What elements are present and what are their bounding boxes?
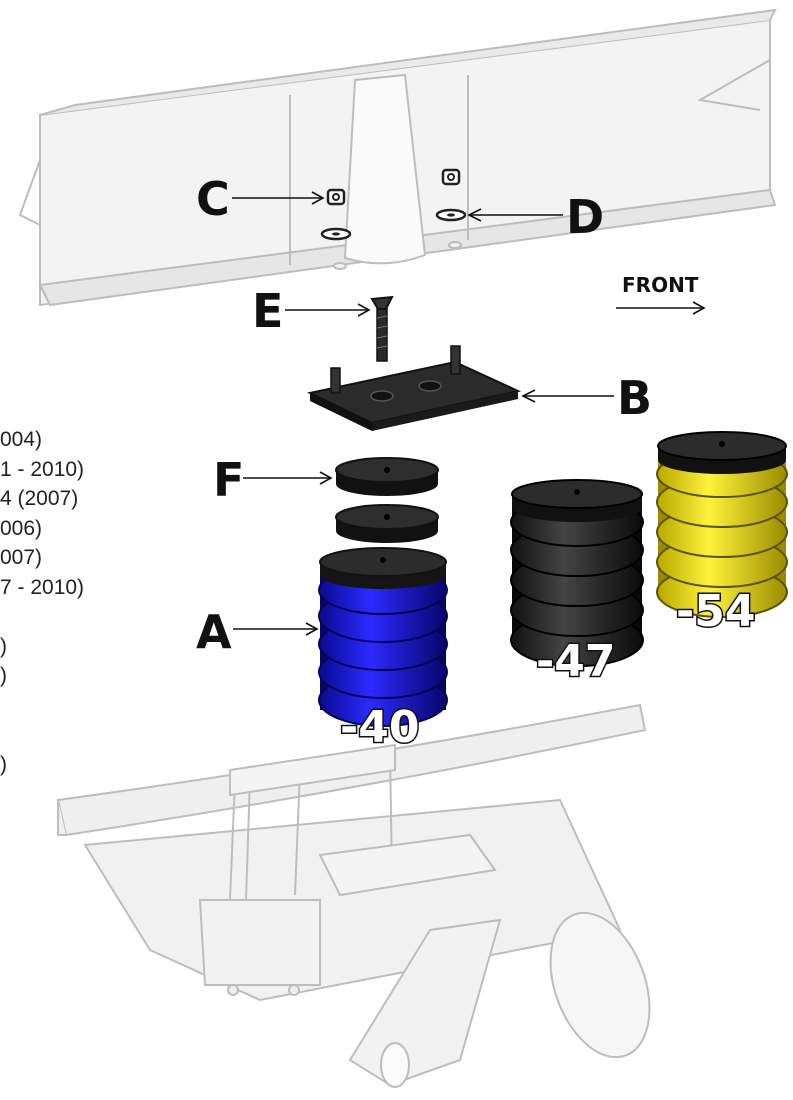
- spacer-f-bottom: [335, 504, 439, 543]
- frame-rail: [18, 8, 777, 307]
- spring-label-54: -54: [676, 586, 756, 637]
- model-line: 4 (2007): [0, 487, 79, 510]
- model-line: ​: [0, 602, 120, 632]
- nut-c: [326, 188, 346, 206]
- callout-arrows: [232, 191, 706, 636]
- nut-d: [441, 168, 461, 186]
- spring-black: [510, 479, 644, 667]
- washer-c: [320, 227, 352, 241]
- model-line: 006): [0, 516, 43, 540]
- model-line: 007): [0, 546, 43, 569]
- callout-e: E: [252, 284, 283, 338]
- callout-c: C: [196, 172, 230, 226]
- mounting-plate-b: [306, 345, 522, 431]
- model-line: 004): [0, 428, 43, 451]
- spacer-f-top: [335, 457, 439, 496]
- axle-assembly: [56, 703, 651, 1088]
- model-line: ​: [0, 720, 120, 750]
- spring-label-47: -47: [536, 636, 616, 687]
- model-line: ): [0, 664, 7, 687]
- model-line: 1 - 2010): [0, 457, 85, 481]
- spring-blue: [318, 547, 448, 727]
- model-line: ): [0, 752, 7, 776]
- spring-label-40: -40: [340, 702, 420, 753]
- model-line: 7 - 2010): [0, 575, 85, 599]
- callout-a: A: [196, 605, 232, 659]
- callout-f: F: [213, 453, 244, 507]
- callout-d: D: [566, 190, 604, 244]
- washer-d: [435, 208, 467, 222]
- bolt-e: [370, 295, 394, 362]
- spring-yellow: [656, 431, 788, 618]
- front-label: FRONT: [622, 273, 699, 297]
- model-line: ​: [0, 691, 120, 721]
- model-line: ): [0, 634, 7, 658]
- callout-b: B: [617, 371, 652, 425]
- model-fitment-list: 004) 1 - 2010) 4 (2007) 006) 007) 7 - 20…: [0, 425, 120, 779]
